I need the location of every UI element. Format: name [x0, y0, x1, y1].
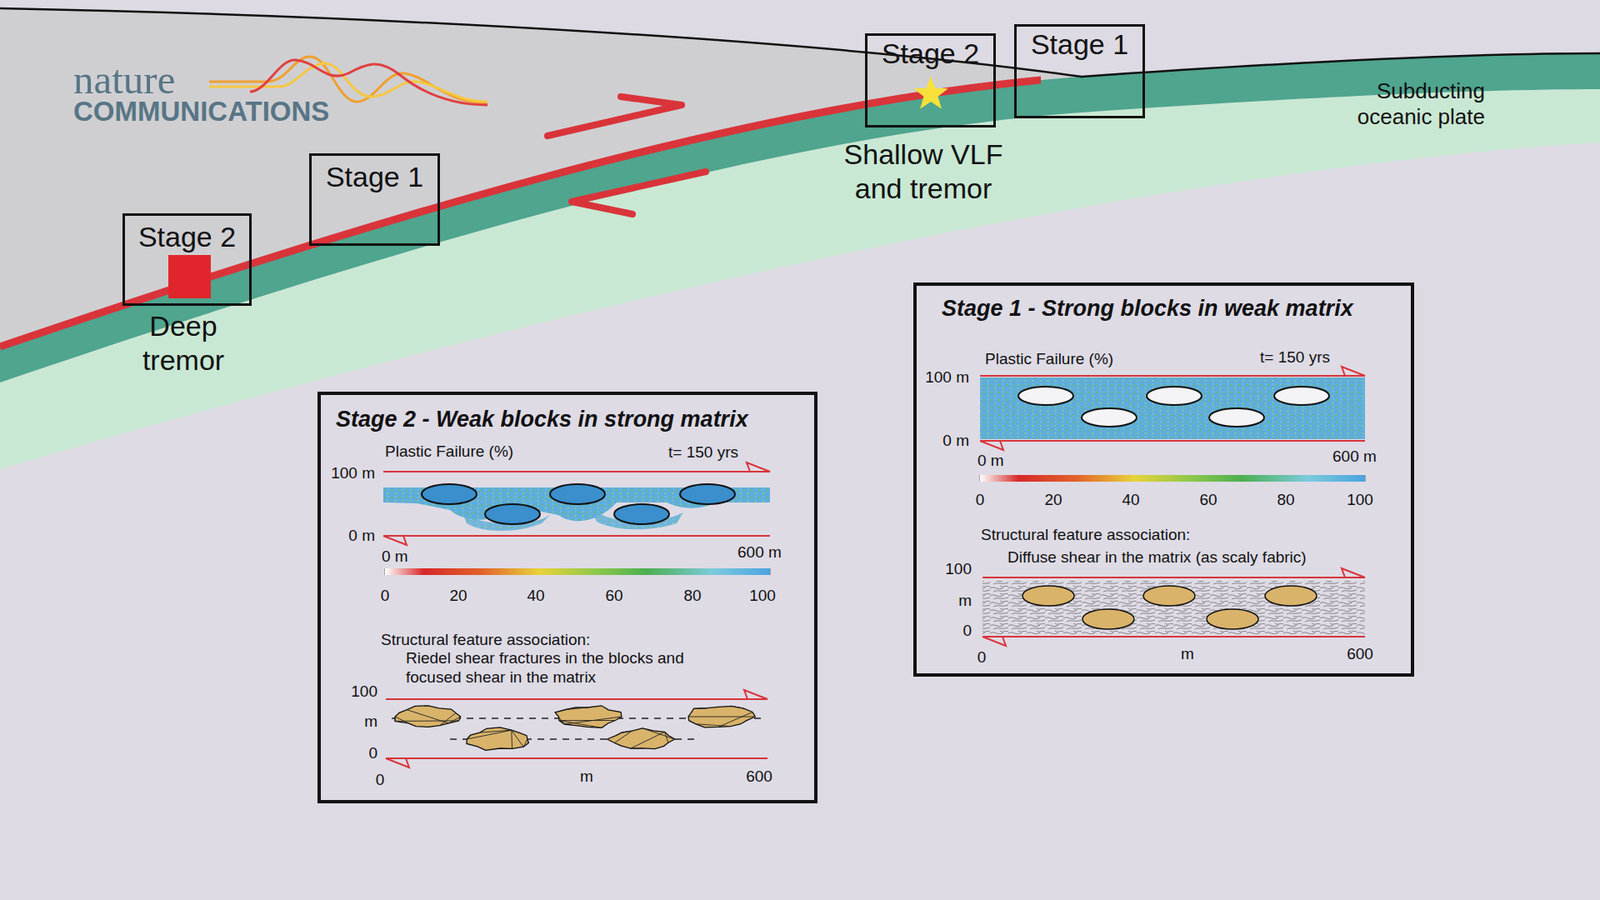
axis-label: 600: [1346, 645, 1374, 665]
shear-frame: [980, 366, 1365, 450]
shear-frame: [383, 462, 770, 545]
axis-label: 100 m: [925, 368, 970, 388]
shear-frame: [385, 690, 768, 768]
axis-label: m: [580, 767, 594, 787]
tremor-label: Shallow VLF and tremor: [823, 137, 1024, 206]
axis-label: 0: [975, 490, 985, 510]
axis-label: Structural feature association:: [980, 525, 1190, 545]
axis-label: Structural feature association:: [380, 630, 590, 650]
axis-label: 0: [375, 770, 385, 790]
panel-title: Stage 1 - Strong blocks in weak matrix: [941, 295, 1354, 322]
stage-box: Stage 2: [865, 33, 996, 128]
stage-label: Stage 1: [1030, 28, 1129, 61]
axis-label: Diffuse shear in the matrix (as scaly fa…: [1007, 548, 1307, 568]
axis-label: 0: [380, 586, 390, 606]
axis-label: 100: [749, 586, 776, 606]
axis-label: 80: [1276, 490, 1295, 510]
axis-label: t= 150 yrs: [1260, 348, 1330, 368]
axis-label: Plastic Failure (%): [385, 442, 514, 462]
axis-label: m: [364, 712, 378, 732]
panel-title: Stage 2 - Weak blocks in strong matrix: [335, 406, 749, 433]
stage-label: Stage 2: [138, 220, 236, 254]
axis-label: 60: [605, 586, 623, 606]
axis-label: 0 m: [381, 547, 409, 567]
axis-label: 20: [1044, 490, 1062, 510]
stage-box: Stage 2: [122, 213, 252, 306]
axis-label: 20: [449, 586, 467, 606]
axis-label: m: [958, 591, 972, 611]
axis-label: 60: [1199, 490, 1217, 510]
axis-label: 100: [945, 560, 972, 580]
axis-label: 100: [350, 682, 378, 702]
axis-label: Plastic Failure (%): [985, 350, 1114, 370]
stage-box: Stage 1: [1014, 24, 1145, 119]
axis-label: m: [1180, 645, 1195, 665]
stage-panel: Stage 1 - Strong blocks in weak matrix: [913, 282, 1415, 677]
axis-label: 600: [745, 767, 773, 787]
axis-label: 0 m: [348, 526, 375, 546]
axis-label: 0 m: [977, 451, 1005, 471]
plate-label: Subducting oceanic plate: [1339, 78, 1485, 130]
stage-label: Stage 1: [325, 160, 424, 194]
axis-label: 0: [368, 744, 378, 764]
axis-label: 100: [1346, 490, 1374, 510]
axis-label: Riedel shear fractures in the blocks and…: [405, 649, 740, 688]
axis-label: 0: [977, 648, 987, 668]
stage-label: Stage 2: [881, 37, 980, 70]
tremor-label: Deep tremor: [125, 309, 242, 378]
logo-word: COMMUNICATIONS: [73, 95, 330, 129]
axis-label: 40: [1121, 490, 1140, 510]
axis-label: t= 150 yrs: [668, 443, 739, 463]
axis-label: 600 m: [1332, 447, 1377, 467]
axis-label: 100 m: [330, 464, 375, 484]
axis-label: 0: [962, 621, 972, 641]
axis-label: 0 m: [942, 431, 970, 451]
axis-label: 40: [526, 586, 545, 606]
stage-box: Stage 1: [309, 153, 440, 246]
axis-label: 80: [683, 586, 701, 606]
shear-frame: [982, 568, 1365, 646]
axis-label: 600 m: [737, 543, 782, 563]
